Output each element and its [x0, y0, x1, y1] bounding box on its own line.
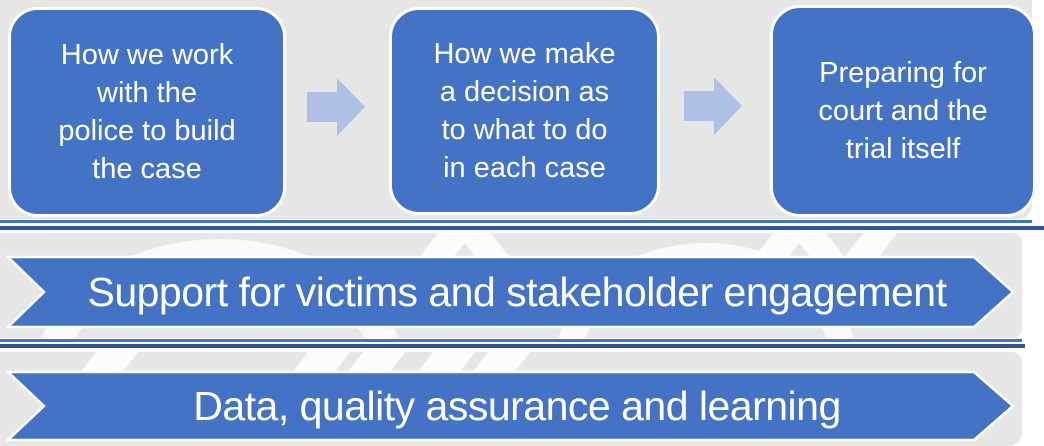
process-step-label: How we work with the police to build the… [58, 39, 236, 185]
chevron-banner-shape [6, 255, 1015, 329]
divider-blue-line [0, 339, 1022, 342]
process-step-court-prep: Preparing for court and the trial itself [770, 5, 1036, 217]
chevron-banner-shape [6, 370, 1015, 442]
process-step-label: How we make a decision as to what to do … [433, 38, 616, 184]
process-step-build-case: How we work with the police to build the… [8, 7, 286, 217]
banner-victims-support: Support for victims and stakeholder enga… [6, 255, 1016, 329]
right-block-arrow-icon [684, 77, 742, 135]
process-step-label: Preparing for court and the trial itself [818, 57, 988, 165]
divider-navy-line [0, 344, 1025, 348]
banner-data-quality: Data, quality assurance and learning [6, 370, 1016, 442]
divider-blue-line [0, 220, 1032, 223]
banner-label: Data, quality assurance and learning [193, 382, 841, 429]
top-process-panel: How we work with the police to build the… [0, 0, 1036, 219]
banner-label: Support for victims and stakeholder enga… [87, 268, 947, 315]
process-step-decision: How we make a decision as to what to do … [389, 7, 660, 215]
right-block-arrow-icon [307, 78, 365, 136]
divider-navy-line [0, 226, 1044, 230]
